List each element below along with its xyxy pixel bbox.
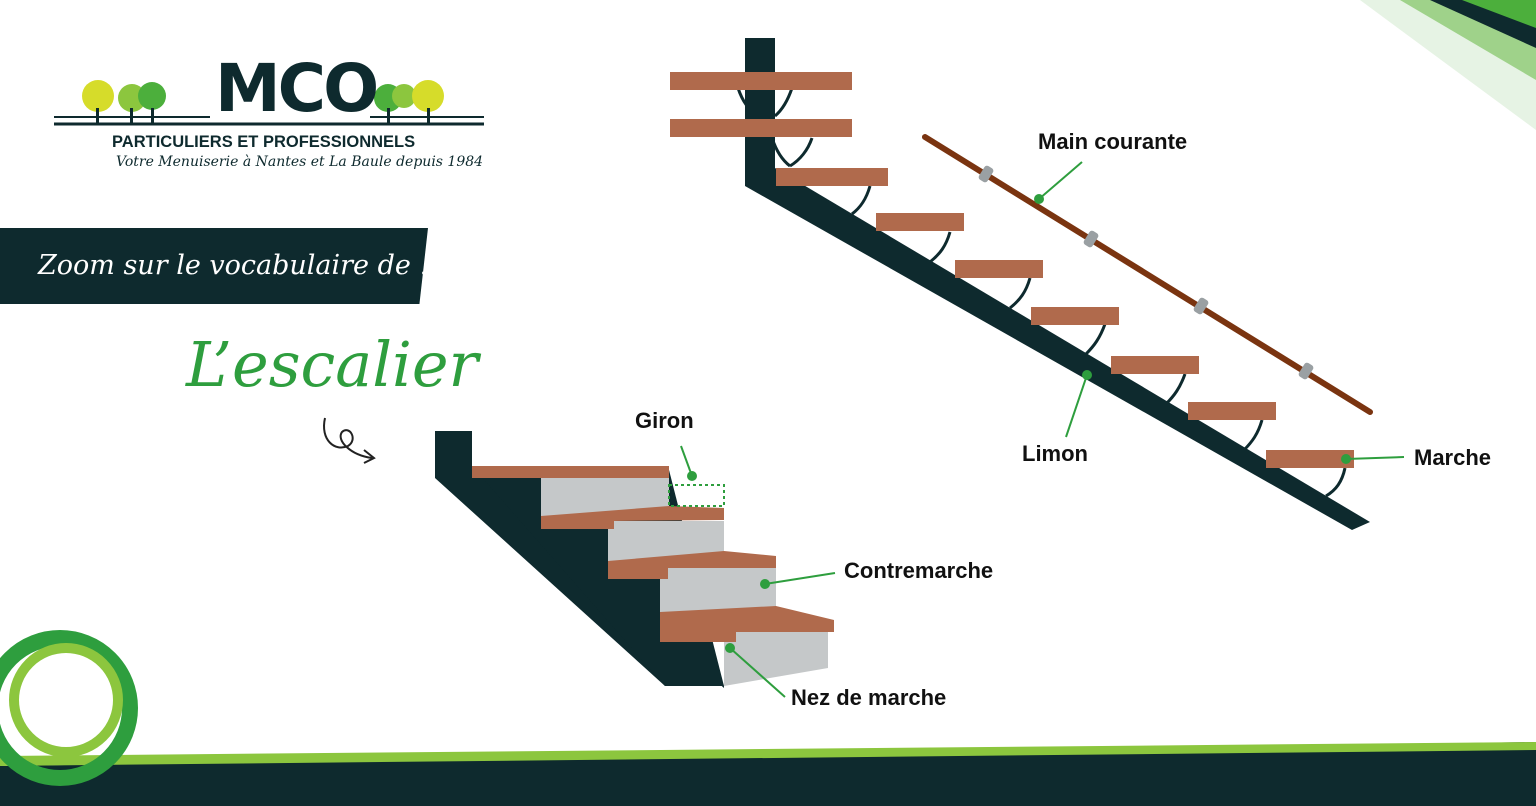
label-limon: Limon [1022, 441, 1088, 466]
stringer [745, 168, 1370, 530]
open-staircase [670, 38, 1405, 530]
tread [955, 260, 1043, 278]
tread [670, 72, 852, 90]
curly-arrow-icon [323, 417, 376, 464]
stringer-left [435, 431, 724, 688]
rail-bracket [1298, 362, 1314, 380]
tread [1266, 450, 1354, 468]
label-marche: Marche [1414, 445, 1492, 470]
riser [724, 630, 828, 686]
company-logo: MCO PARTICULIERS ET PROFESSIONNELS Votre… [50, 50, 490, 188]
tread [1031, 307, 1119, 325]
tread [776, 168, 888, 186]
giron-dotted-box [668, 484, 725, 507]
leader-dot [1341, 454, 1351, 464]
tread [472, 466, 669, 478]
closed-staircase [435, 431, 836, 698]
swirl-decoration [0, 630, 138, 786]
label-nez-de-marche: Nez de marche [791, 685, 947, 710]
logo-trees [54, 80, 484, 126]
tread [1188, 402, 1276, 420]
logo-subline: Votre Menuiserie à Nantes et La Baule de… [116, 154, 484, 170]
tread [670, 119, 852, 137]
newel-post [745, 38, 775, 186]
tread [876, 213, 964, 231]
label-contremarche: Contremarche [844, 558, 994, 583]
leader-dot [1034, 194, 1044, 204]
leader-dot [1082, 370, 1092, 380]
tread [541, 506, 724, 529]
banner-text: Zoom sur le vocabulaire de ... [38, 250, 446, 281]
label-main-courante: Main courante [1038, 129, 1188, 154]
riser [660, 568, 776, 612]
intro-banner: Zoom sur le vocabulaire de ... [0, 228, 428, 304]
rail-bracket [1193, 297, 1209, 315]
handrail [922, 134, 1373, 415]
leader-dot [687, 471, 697, 481]
tread [660, 606, 834, 642]
bottom-band [0, 742, 1536, 806]
logo-tagline: PARTICULIERS ET PROFESSIONNELS [112, 133, 416, 151]
tread [1111, 356, 1199, 374]
page-title: L’escalier [186, 328, 479, 401]
corner-decoration [1360, 0, 1536, 130]
label-giron: Giron [635, 408, 694, 433]
tread [608, 551, 776, 579]
leader-dot [725, 643, 735, 653]
logo-brand: MCO [215, 50, 379, 127]
rail-bracket [1083, 230, 1099, 248]
rail-bracket [978, 165, 994, 183]
leader-dot [760, 579, 770, 589]
